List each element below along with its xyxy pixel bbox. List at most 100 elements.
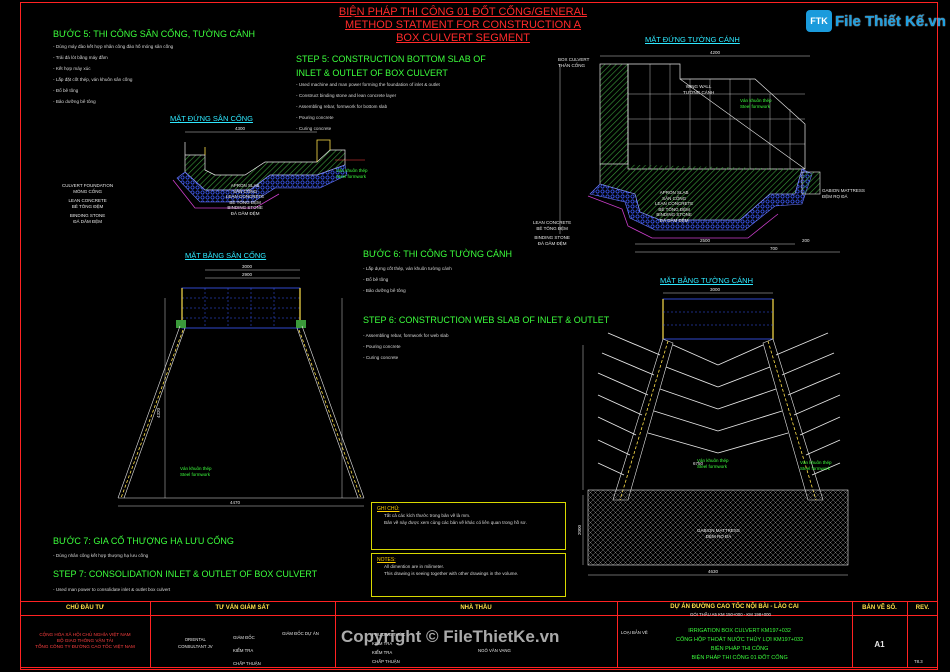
wing-box-culvert-label: BOX CULVERT THÂN CỐNG: [558, 57, 589, 68]
step5-vn-title: BƯỚC 5: THI CÔNG SÂN CỐNG, TƯỜNG CÁNH: [53, 29, 255, 39]
wing-left-labels: LEAN CONCRETE BÊ TÔNG ĐỆM BINDING STONE …: [533, 220, 571, 246]
drawing-line-4: BIỆN PHÁP THI CÔNG 01 ĐỐT CỐNG: [691, 655, 788, 661]
list-item: Đổ bê tông: [363, 274, 452, 285]
dim-4630: 4630: [708, 569, 719, 574]
owner-block: CỘNG HÒA XÃ HỘI CHỦ NGHĨA VIỆT NAM BỘ GI…: [22, 632, 148, 650]
drawing-line-2: CỐNG HỘP THOÁT NƯỚC THỦY LỢI KM197+032: [676, 637, 804, 643]
view-title-elev-apron: MẶT ĐỨNG SÂN CỐNG: [170, 114, 253, 123]
notes-en-header: NOTES:: [377, 557, 396, 563]
dim-4320: 4320: [156, 407, 161, 418]
owner-line-1: CỘNG HÒA XÃ HỘI CHỦ NGHĨA VIỆT NAM: [39, 632, 131, 637]
dim-2500: 2500: [700, 238, 711, 243]
title-line-2: METHOD STATMENT FOR CONSTRUCTION A: [345, 19, 581, 31]
label-gabion-vn: ĐỆM RỌ ĐÁ: [705, 533, 732, 539]
list-item: Assembling rebar, formwork for bottom sl…: [296, 101, 440, 112]
owner-heading: CHỦ ĐẦU TƯ: [66, 605, 104, 611]
plan-wing-formwork-label: Ván khuôn thép Steel formwork: [697, 458, 729, 469]
row-label: PHƯƠNG THỨC: [372, 632, 406, 637]
apron-right-labels: APRON SLAB SÂN CỐNG LEAN CONCRETE BÊ TÔN…: [226, 183, 264, 216]
wing-apron-label: APRON SLAB SÂN CỐNG LEAN CONCRETE BÊ TÔN…: [655, 190, 693, 223]
row-label: KIỂM TRA: [233, 648, 254, 653]
tb-divider: [20, 615, 938, 616]
rev-number: T8.3: [914, 659, 923, 664]
title-block: [20, 601, 938, 670]
label-vn: Ván khuôn thép: [180, 466, 212, 471]
step7-vn-list: Dùng nhân công kết hợp thượng hạ lưu cốn…: [53, 550, 148, 561]
note-item: Tất cả các kích thước trong bản vẽ là mm…: [384, 513, 471, 518]
drawing-line-1: IRRIGATION BOX CULVERT KM197+032: [688, 628, 791, 634]
project-subheading: GÓI THẦU A5 KM 150+000 - KM 198+000: [690, 612, 771, 617]
label-lean-concrete: LEAN CONCRETE: [68, 198, 107, 203]
label-lean-concrete: LEAN CONCRETE: [655, 201, 694, 206]
label-vn: Ván khuôn thép: [800, 460, 832, 465]
label-wing-wall-vn: TƯỜNG CÁNH: [683, 89, 715, 95]
apron-plan-drawing: 3000 2900 4470 4320: [117, 264, 365, 507]
list-item: Lắp dựng cốt thép, ván khuôn tường cánh: [363, 263, 452, 274]
owner-line-2: BỘ GIAO THÔNG VẬN TẢI: [56, 638, 114, 643]
label-lean-concrete: LEAN CONCRETE: [533, 220, 572, 225]
dim-700: 700: [770, 246, 778, 251]
list-item: Pouring concrete: [363, 341, 449, 352]
rev-heading: REV.: [915, 605, 930, 611]
step6-en-title: STEP 6: CONSTRUCTION WEB SLAB OF INLET &…: [363, 315, 610, 325]
list-item: Construct binding stone and lean concret…: [296, 90, 440, 101]
apron-left-labels: CULVERT FOUNDATION MÓNG CỐNG LEAN CONCRE…: [62, 183, 113, 224]
step6-vn-title: BƯỚC 6: THI CÔNG TƯỜNG CÁNH: [363, 249, 512, 259]
consultant-heading: TƯ VẤN GIÁM SÁT: [215, 605, 270, 611]
label-binding-stone: BINDING STONE: [534, 235, 570, 240]
consultant-rows: GIÁM ĐỐC KIỂM TRA CHẤP THUẬN: [233, 631, 261, 670]
row-label: KIỂM TRA: [372, 641, 393, 646]
list-item: Bảo dưỡng bê tông: [363, 285, 452, 296]
consultant-line-2: CONSULTANT JV: [178, 644, 213, 649]
label-apron-slab-vn: SÂN CỐNG: [233, 188, 258, 194]
step6-vn-list: Lắp dựng cốt thép, ván khuôn tường cánh …: [363, 263, 452, 296]
list-item: Bảo dưỡng bê tông: [53, 96, 173, 107]
list-item: Kết hợp máy xúc: [53, 63, 173, 74]
drawing-description: IRRIGATION BOX CULVERT KM197+032 CỐNG HỘ…: [676, 627, 803, 663]
label-gabion: GABION MATTRESS: [697, 528, 740, 533]
label-lean-concrete: LEAN CONCRETE: [226, 194, 265, 199]
dim-200: 200: [802, 238, 810, 243]
label-binding-stone-vn: ĐÁ DĂM ĐỆM: [73, 218, 102, 224]
title-line-3: BOX CULVERT SEGMENT: [396, 32, 530, 44]
label-lean-concrete-vn: BÊ TÔNG ĐỆM: [536, 225, 568, 231]
step5-en-title: STEP 5: CONSTRUCTION BOTTOM SLAB OF INLE…: [296, 52, 486, 80]
label-en: Steel formwork: [697, 463, 728, 469]
label-apron-slab: APRON SLAB: [659, 190, 689, 195]
list-item: Used machine and man power forming the f…: [296, 79, 440, 90]
row-label: CHẤP THUẬN: [372, 659, 400, 664]
label-vn: Ván khuôn thép: [697, 458, 729, 463]
label-binding-stone-vn: ĐÁ DĂM ĐỆM: [230, 210, 260, 216]
plan-apron-formwork-label: Ván khuôn thép Steel formwork: [180, 466, 212, 477]
contractor-rows: PHƯƠNG THỨC KIỂM TRA KIỂM TRA CHẤP THUẬN: [372, 630, 405, 666]
notes-vn-box: GHI CHÚ: Tất cả các kích thước trong bản…: [371, 502, 566, 550]
tb-vline: [617, 601, 618, 668]
dim-4200: 4200: [710, 50, 721, 55]
wing-plan-drawing: 3000 4630 6750 2000: [578, 287, 849, 576]
drawing-title: BIỆN PHÁP THI CÔNG 01 ĐỐT CỐNG/GENERAL M…: [318, 6, 608, 45]
list-item: Curing concrete: [363, 352, 449, 363]
wing-elevation-drawing: 4200 2500 700 200: [559, 50, 840, 253]
label-lean-concrete-vn: BÊ TÔNG ĐỆM: [71, 203, 104, 209]
row-label: GIÁM ĐỐC: [233, 635, 255, 640]
dim-3000: 3000: [242, 264, 253, 269]
list-item: Pouring concrete: [296, 112, 440, 123]
label-lean-concrete-vn: BÊ TÔNG ĐỆM: [658, 206, 690, 212]
tb-vline: [907, 601, 908, 668]
dim-6750: 6750: [693, 461, 704, 466]
step5-vn-list: Dùng máy đào kết hợp nhân công đào hố mó…: [53, 41, 174, 107]
title-line-1: BIỆN PHÁP THI CÔNG 01 ĐỐT CỐNG/GENERAL: [338, 6, 588, 18]
label-en: Steel formwork: [180, 471, 211, 477]
list-item: Lắp đặt cốt thép, ván khuôn sân cống: [53, 74, 173, 85]
label-vn: Ván khuôn thép: [336, 168, 368, 173]
view-title-plan-wing: MẶT BẰNG TƯỜNG CÁNH: [660, 276, 753, 285]
label-culvert-foundation-vn: MÓNG CỐNG: [73, 188, 102, 194]
plan-wing-formwork-label-right: Ván khuôn thép Steel formwork: [800, 460, 832, 471]
dim-2000: 2000: [578, 524, 582, 535]
wing-gabion-label: GABION MATTRESS ĐỆM RỌ ĐÁ: [822, 188, 865, 199]
label-gabion-vn: ĐỆM RỌ ĐÁ: [822, 193, 848, 199]
dim-4300: 4300: [235, 126, 246, 131]
step7-vn-title: BƯỚC 7: GIA CỐ THƯỢNG HẠ LƯU CỐNG: [53, 536, 234, 546]
list-item: Used man power to consolidate inlet & ou…: [53, 584, 170, 595]
